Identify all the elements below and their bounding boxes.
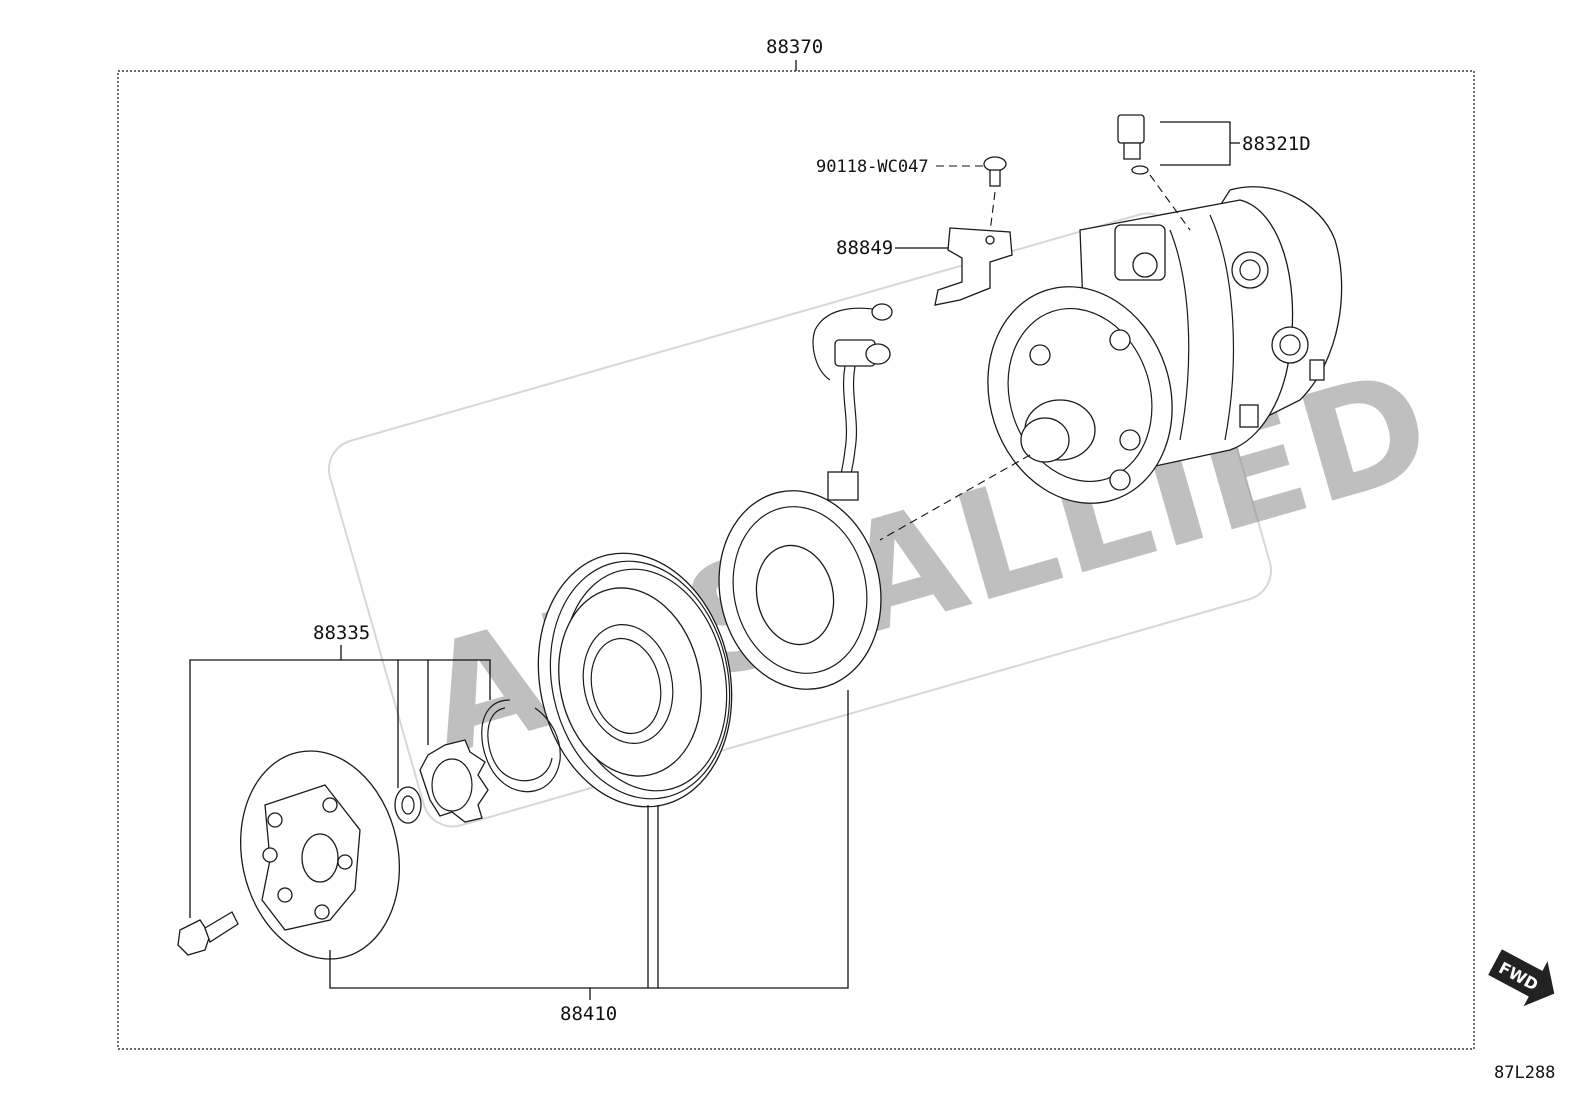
diagram-code: 87L288 xyxy=(1494,1063,1555,1083)
pulley[interactable] xyxy=(515,535,754,825)
label-88370[interactable]: 88370 xyxy=(766,36,823,71)
fwd-arrow-icon: FWD xyxy=(1488,949,1555,1007)
label-88335[interactable]: 88335 xyxy=(189,622,491,918)
shaft-centerline xyxy=(879,454,1031,541)
part-number-hub-kit: 88335 xyxy=(313,622,370,644)
part-number-clutch-assembly: 88410 xyxy=(560,1003,617,1025)
part-number-screw: 90118-WC047 xyxy=(816,157,929,177)
relief-valve[interactable]: 88321D xyxy=(1117,114,1311,231)
spacer-plate[interactable] xyxy=(419,739,489,823)
part-number-relief-valve: 88321D xyxy=(1242,133,1311,155)
part-number-assembly: 88370 xyxy=(766,36,823,58)
bracket[interactable]: 88849 xyxy=(836,227,1013,306)
coil-lead-wire[interactable] xyxy=(812,303,893,493)
shim-washer[interactable] xyxy=(394,786,422,824)
snap-ring[interactable] xyxy=(481,699,561,793)
field-coil[interactable] xyxy=(701,471,899,704)
screw[interactable]: 90118-WC047 xyxy=(816,156,1007,233)
compressor-body[interactable] xyxy=(960,186,1343,528)
label-88410[interactable]: 88410 xyxy=(329,690,849,1025)
armature-hub[interactable] xyxy=(222,736,418,974)
part-number-bracket: 88849 xyxy=(836,237,893,259)
hub-bolt[interactable] xyxy=(177,911,239,956)
